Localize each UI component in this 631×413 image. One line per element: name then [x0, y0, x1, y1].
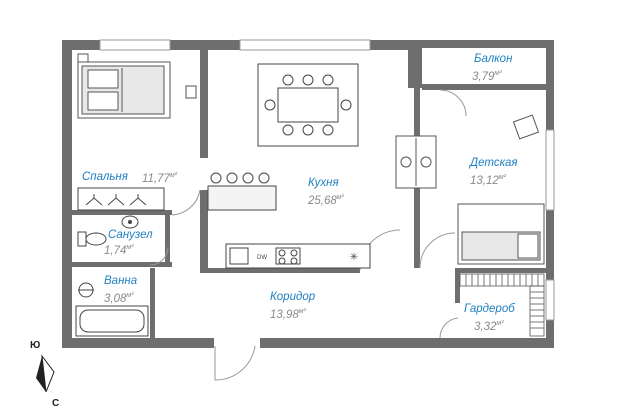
- bath-sink-icon: [78, 282, 94, 298]
- corridor-name: Коридор: [270, 291, 316, 303]
- bed-icon: [77, 61, 171, 119]
- hangers-icon: [77, 187, 165, 211]
- wc-name: Санузел: [108, 229, 153, 241]
- dishwasher-label: DW: [257, 255, 267, 261]
- compass-south-label: С: [52, 398, 60, 409]
- interior-walls: [72, 48, 546, 338]
- bar-counter-icon: [207, 172, 277, 211]
- bathtub-icon: [75, 305, 149, 337]
- bedroom-name: Спальня: [82, 171, 128, 183]
- sliding-door-icon: [395, 135, 437, 189]
- wc-area: 1,74м²: [104, 244, 134, 257]
- kids-room-name: Детская: [470, 157, 518, 169]
- wardrobe-name: Гардероб: [464, 303, 515, 315]
- bath-name: Ванна: [104, 275, 138, 287]
- kitchen-counter: ✳: [225, 243, 371, 269]
- door-arcs: [149, 89, 467, 381]
- wardrobe-area: 3,32м²: [474, 320, 504, 333]
- dining-table-icon: [257, 63, 359, 147]
- corridor-area: 13,98м²: [270, 308, 306, 321]
- sink-icon: [121, 215, 139, 229]
- bedroom-area: 11,77м²: [142, 172, 178, 185]
- kitchen-area: 25,68м²: [308, 194, 344, 207]
- bath-area: 3,08м²: [104, 292, 134, 305]
- compass-north-label: Ю: [30, 340, 41, 351]
- chair-icon: [512, 114, 540, 140]
- kids-bed-icon: [457, 203, 545, 265]
- kitchen-name: Кухня: [308, 177, 339, 189]
- toilet-icon: [77, 231, 107, 247]
- kids-room-area: 13,12м²: [470, 174, 506, 187]
- balcony-name: Балкон: [474, 53, 513, 65]
- compass-icon: [36, 354, 55, 393]
- balcony-area: 3,79м²: [472, 70, 502, 83]
- wardrobe-shelves: [459, 273, 545, 337]
- svg-text:✳: ✳: [350, 252, 358, 263]
